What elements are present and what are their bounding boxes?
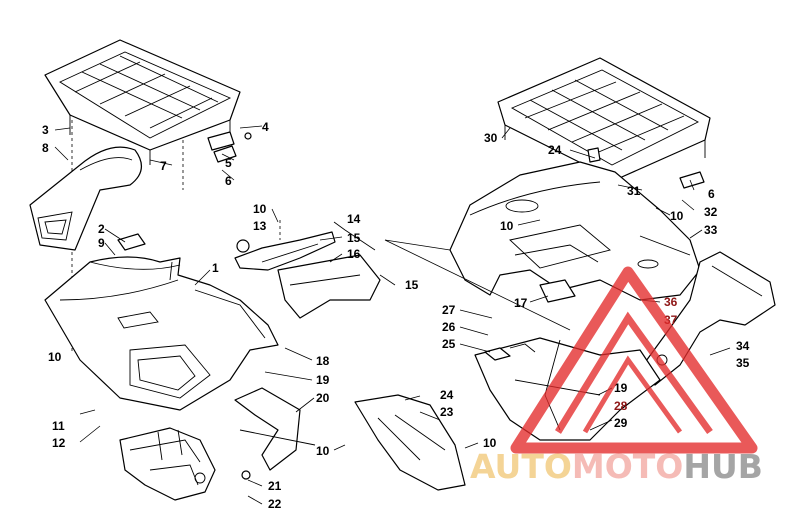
rack-brackets-left (207, 131, 252, 163)
callout-20: 20 (316, 391, 330, 405)
callout-7: 7 (160, 159, 167, 173)
rear-lower-body (474, 337, 661, 441)
callout-19-b: 19 (614, 381, 628, 395)
callout-2: 2 (98, 222, 105, 236)
frame-section (119, 427, 216, 501)
plate-2 (117, 233, 146, 251)
callout-5: 5 (225, 156, 232, 170)
callout-1: 1 (212, 261, 219, 275)
callout-6: 6 (225, 174, 232, 188)
side-panel-lower (277, 254, 381, 319)
front-fender-upper (29, 146, 142, 251)
callout-22: 22 (268, 497, 282, 511)
rack-brackets-right (587, 147, 705, 189)
callout-10-b: 10 (48, 350, 62, 364)
watermark-hub: HUB (683, 447, 763, 486)
callout-25: 25 (442, 337, 456, 351)
callout-24-b: 24 (548, 143, 562, 157)
callout-34: 34 (736, 339, 750, 353)
callout-14: 14 (347, 212, 361, 226)
callout-30: 30 (484, 131, 498, 145)
callout-29: 29 (614, 416, 628, 430)
callout-10-f: 10 (670, 209, 684, 223)
watermark-moto: MOTO (572, 447, 683, 486)
callout-17: 17 (514, 296, 528, 310)
callout-32: 32 (704, 205, 718, 219)
callout-24-a: 24 (440, 388, 454, 402)
callout-33: 33 (704, 223, 718, 237)
watermark-auto: AUTO (470, 447, 572, 486)
callout-10-d: 10 (483, 436, 497, 450)
callout-3: 3 (42, 123, 49, 137)
callout-35: 35 (736, 356, 750, 370)
callout-11: 11 (52, 419, 65, 433)
callout-27: 27 (442, 303, 456, 317)
callout-15-a: 15 (347, 231, 361, 245)
rear-rack (497, 57, 711, 245)
callout-9: 9 (98, 236, 105, 250)
watermark-triangle (510, 266, 758, 454)
callout-13: 13 (253, 219, 267, 233)
callout-8: 8 (42, 141, 49, 155)
callout-12: 12 (52, 436, 66, 450)
callout-23: 23 (440, 405, 454, 419)
leader-lines (54, 125, 731, 505)
mount-bracket (234, 387, 316, 480)
side-panel-upper (234, 231, 336, 271)
callout-28: 28 (614, 399, 628, 413)
callout-18: 18 (316, 354, 330, 368)
callout-10-a: 10 (253, 202, 267, 216)
callout-labels: 3 8 4 5 6 7 2 9 1 10 10 13 14 15 16 15 1… (42, 120, 750, 511)
front-body-panel (44, 256, 279, 411)
watermark-logo: AUTOMOTOHUB (470, 266, 763, 486)
callout-10-e: 10 (500, 219, 514, 233)
callout-19-a: 19 (316, 373, 330, 387)
callout-21: 21 (268, 479, 282, 493)
callout-4: 4 (262, 120, 269, 134)
callout-10-c: 10 (316, 444, 330, 458)
callout-15-b: 15 (405, 278, 419, 292)
callout-36: 36 (664, 295, 678, 309)
callout-6-b: 6 (708, 187, 715, 201)
watermark-text: AUTOMOTOHUB (470, 447, 763, 486)
callout-31: 31 (627, 184, 641, 198)
callout-16: 16 (347, 247, 361, 261)
storage-box (539, 279, 576, 303)
callout-26: 26 (442, 320, 456, 334)
rear-fender (449, 161, 701, 301)
